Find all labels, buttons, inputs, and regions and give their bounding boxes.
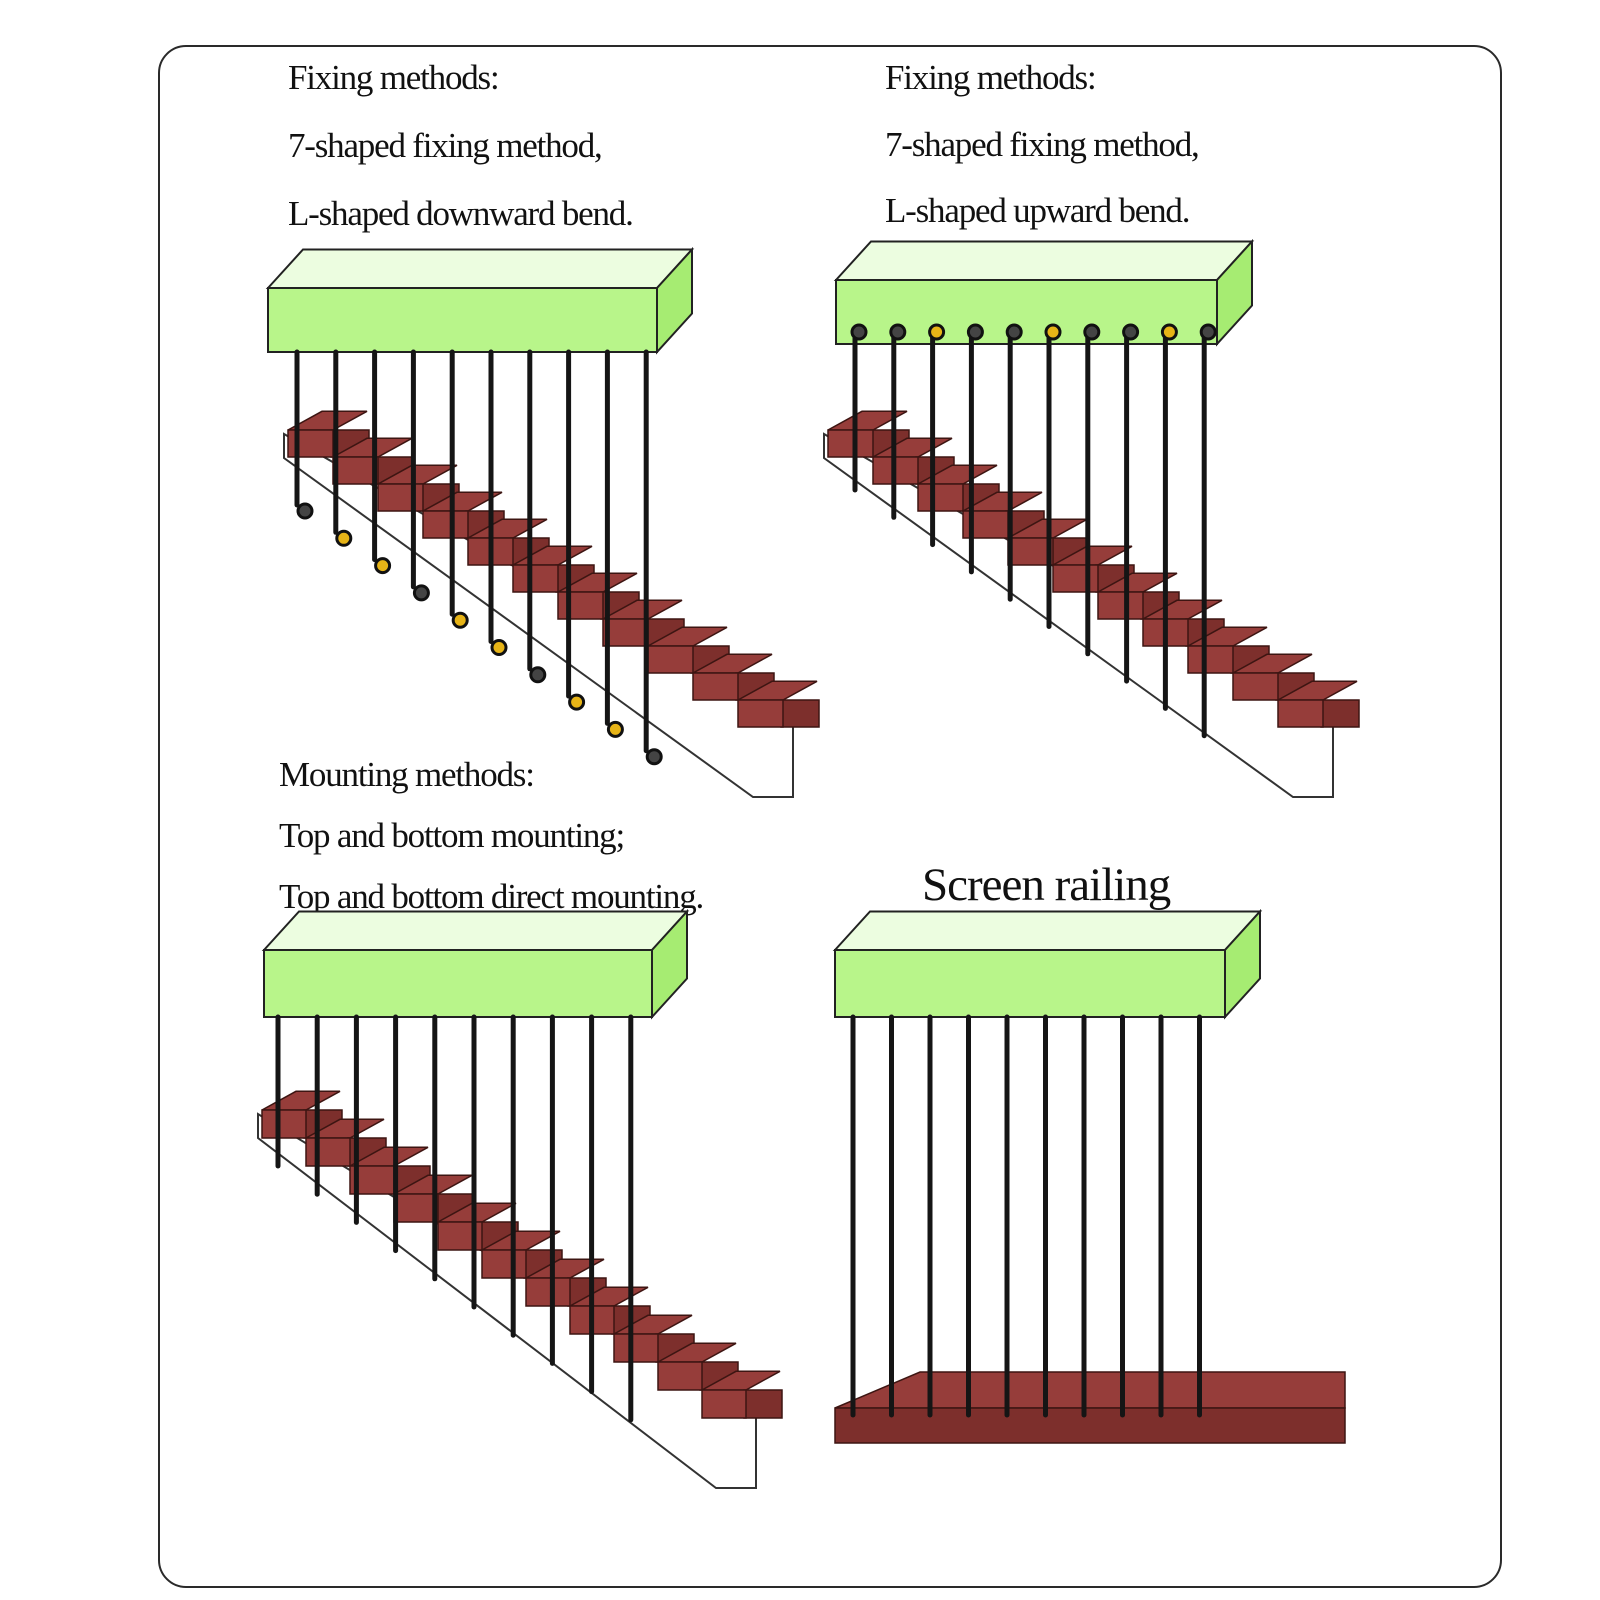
fixing-scroll [850, 323, 868, 341]
fixing-scroll-gold [928, 323, 946, 341]
handrail [261, 908, 690, 1020]
fixing-scroll [1005, 323, 1023, 341]
bl-line1: Top and bottom mounting; [279, 816, 625, 855]
tr-heading: Fixing methods: [885, 58, 1097, 97]
floor-front [834, 1407, 1346, 1444]
br-title: Screen railing [922, 859, 1171, 911]
floor-top [834, 1371, 1346, 1409]
fixing-scroll-gold [606, 720, 624, 738]
fixing-scroll [1122, 323, 1140, 341]
fixing-scroll-gold [490, 639, 508, 656]
stair-side [701, 1389, 747, 1419]
fixing-scroll-gold [374, 557, 392, 575]
handrail [265, 246, 695, 355]
stair-side [737, 699, 784, 728]
fixing-scroll-gold [568, 693, 586, 711]
fixing-scroll-gold [451, 611, 469, 629]
handrail-front-face [263, 949, 653, 1018]
fixing-scroll [889, 323, 907, 341]
handrail-front-face [834, 949, 1226, 1018]
floor-slab [834, 1371, 1346, 1444]
tr-line1: 7-shaped fixing method, [885, 125, 1200, 164]
tl-heading: Fixing methods: [288, 58, 500, 97]
bl-heading: Mounting methods: [279, 755, 535, 794]
handrail-front-face [267, 287, 658, 353]
handrail [832, 908, 1263, 1020]
fixing-scroll-gold [1160, 323, 1178, 341]
fixing-scroll-gold [1044, 323, 1062, 341]
fixing-scroll [1199, 323, 1217, 341]
fixing-scroll-gold [335, 529, 353, 547]
fixing-scroll [529, 666, 547, 684]
bl-line2: Top and bottom direct mounting. [279, 877, 704, 916]
tl-line1: 7-shaped fixing method, [288, 126, 603, 165]
tr-line2: L-shaped upward bend. [885, 191, 1190, 230]
fixing-scroll [296, 502, 314, 520]
fixing-scroll [966, 323, 984, 341]
tl-line2: L-shaped downward bend. [288, 194, 634, 233]
fixing-scroll [645, 748, 663, 766]
fixing-scroll [412, 584, 430, 602]
stair-side [1277, 699, 1324, 728]
stair-riser [743, 1389, 783, 1419]
fixing-scroll [1083, 323, 1101, 341]
handrail-top-face [832, 910, 1263, 951]
